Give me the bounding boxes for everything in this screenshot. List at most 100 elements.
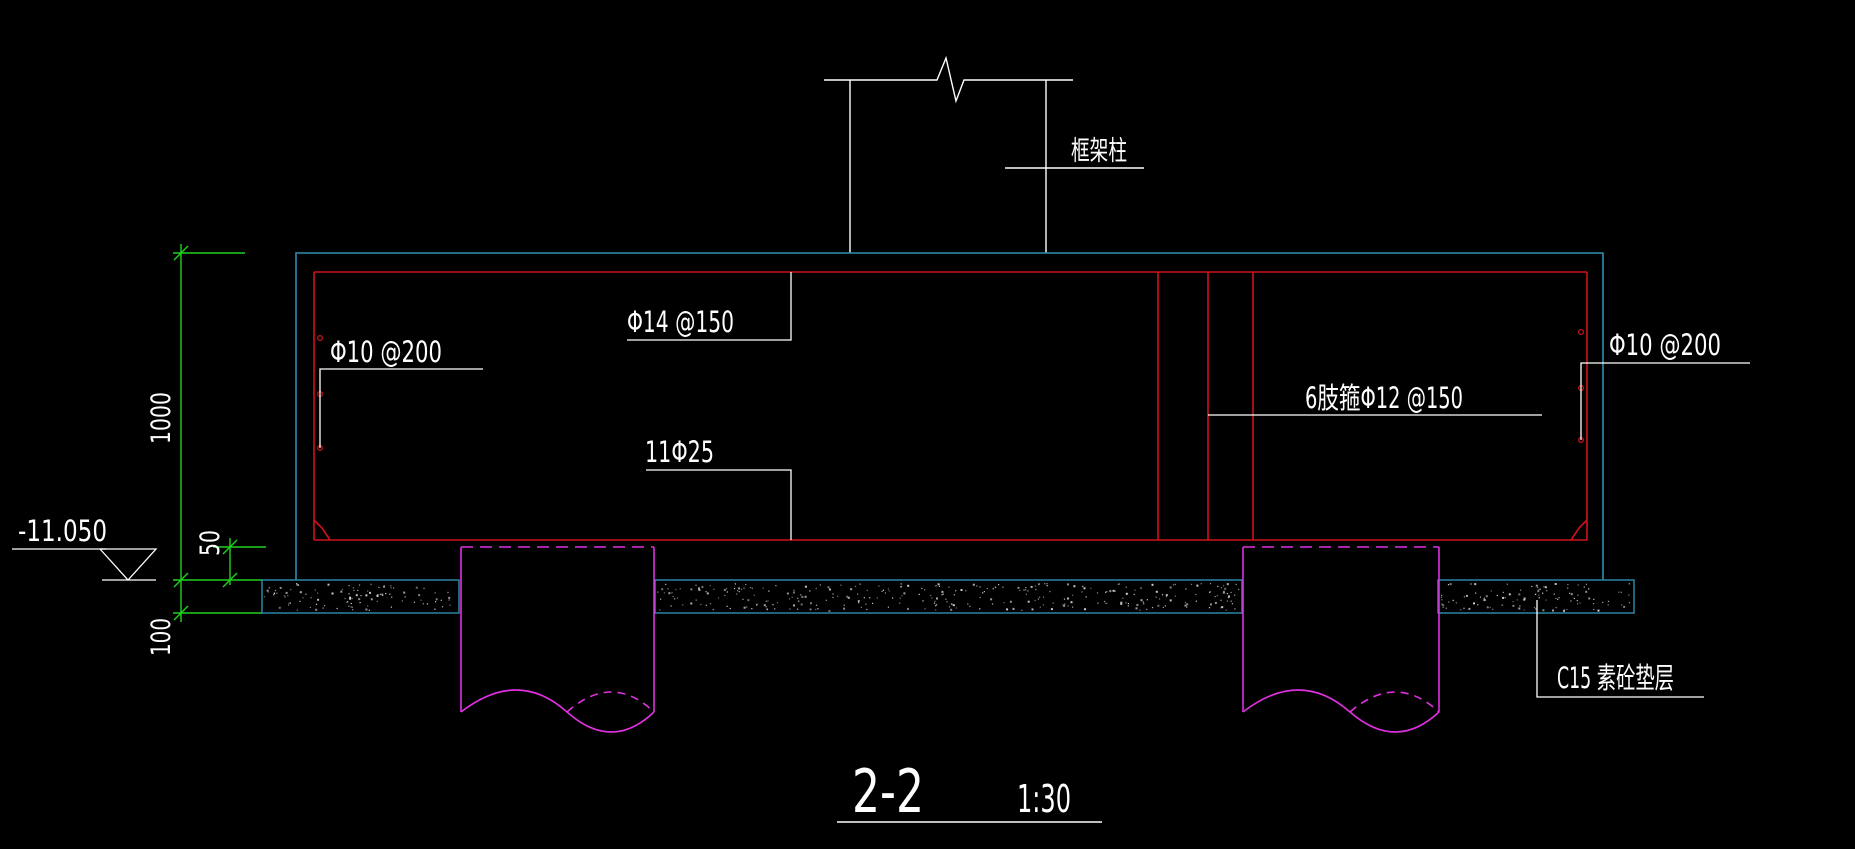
speckle-dot [742,598,744,600]
speckle-dot [1455,602,1457,604]
speckle-dot [1186,603,1189,606]
dim-height-label: 1000 [146,392,177,444]
speckle-dot [1037,598,1039,600]
speckle-dot [1085,596,1087,598]
pile-break [566,691,655,713]
cushion-left-segment [261,579,460,614]
speckle-dot [762,587,764,589]
speckle-dot [786,592,789,595]
speckle-dot [772,604,774,606]
speckle-dot [952,604,955,607]
speckle-dot [442,606,444,608]
speckle-dot [1067,597,1069,600]
speckle-dot [370,598,373,601]
speckle-dot [401,600,403,602]
speckle-dot [1490,590,1492,592]
speckle-dot [285,591,288,594]
speckle-dot [317,592,319,594]
speckle-dot [668,592,671,595]
speckle-dot [1169,586,1172,589]
speckle-dot [903,592,906,595]
speckle-dot [447,591,449,593]
speckle-dot [876,597,878,599]
speckle-dot [798,600,800,602]
speckle-dot [1577,594,1579,596]
speckle-dot [955,607,957,609]
speckle-dot [1158,598,1161,600]
speckle-dot [1628,583,1630,585]
speckle-dot [899,602,901,604]
speckle-dot [1082,585,1084,588]
speckle-dot [1216,595,1218,597]
speckle-dot [1073,585,1076,588]
speckle-dot [1545,599,1547,601]
speckle-dot [1538,597,1540,599]
speckle-dot [1465,594,1468,597]
speckle-dot [717,597,720,599]
tick [222,539,238,555]
speckle-dot [663,592,665,594]
speckle-dot [426,603,429,605]
speckle-dot [751,587,753,589]
speckle-dot [1576,600,1578,602]
speckle-dot [1051,608,1053,610]
speckle-dot [941,594,943,596]
speckle-dot [1209,591,1211,594]
speckle-dot [793,589,795,591]
speckle-dot [358,598,361,601]
speckle-dot [705,591,707,593]
frame-column [824,55,1144,253]
speckle-dot [1474,583,1477,586]
speckle-dot [1535,593,1537,595]
speckle-dot [289,602,291,604]
speckle-dot [788,598,791,600]
speckle-dot [899,597,901,599]
speckle-dot [859,583,861,585]
speckle-dot [1039,596,1041,598]
speckle-dot [390,587,392,589]
speckle-dot [1151,607,1154,609]
speckle-dot [317,598,320,601]
speckle-dot [990,598,993,601]
speckle-dot [682,604,684,606]
speckle-dot [1445,607,1447,609]
speckle-dot [901,595,903,597]
speckle-dot [1063,598,1066,600]
speckle-dot [800,594,802,596]
speckle-dot [887,606,889,608]
speckle-dot [924,608,926,610]
speckle-dot [756,603,758,605]
speckle-dot [1448,601,1450,603]
speckle-dot [1035,589,1037,591]
speckle-dot [1593,608,1595,611]
speckle-dot [403,591,406,594]
speckle-dot [659,609,661,611]
column-label: 框架柱 [1071,136,1127,167]
speckle-dot [1227,597,1229,599]
speckle-dot [892,597,894,599]
speckle-dot [1512,604,1515,607]
speckle-dot [832,596,834,599]
speckle-dot [983,591,985,593]
speckle-dot [1555,607,1557,609]
speckle-dot [843,604,845,606]
speckle-dot [288,604,290,606]
speckle-dot [278,606,281,609]
speckle-dot [938,585,941,587]
dim-cover-label: 50 [195,530,226,556]
speckle-dot [800,603,803,606]
speckle-dot [1052,602,1054,604]
speckle-dot [1046,583,1048,585]
speckle-dot [1238,588,1240,591]
speckle-dot [1618,591,1620,593]
speckle-dot [322,607,324,609]
speckle-dot [352,587,354,589]
speckle-dot [1200,583,1202,585]
speckle-dot [804,595,807,598]
speckle-dot [296,584,299,586]
speckle-dot [1103,600,1106,603]
speckle-dot [661,588,664,591]
speckle-dot [1558,597,1560,599]
speckle-dot [1063,605,1066,607]
piles [460,546,1440,733]
